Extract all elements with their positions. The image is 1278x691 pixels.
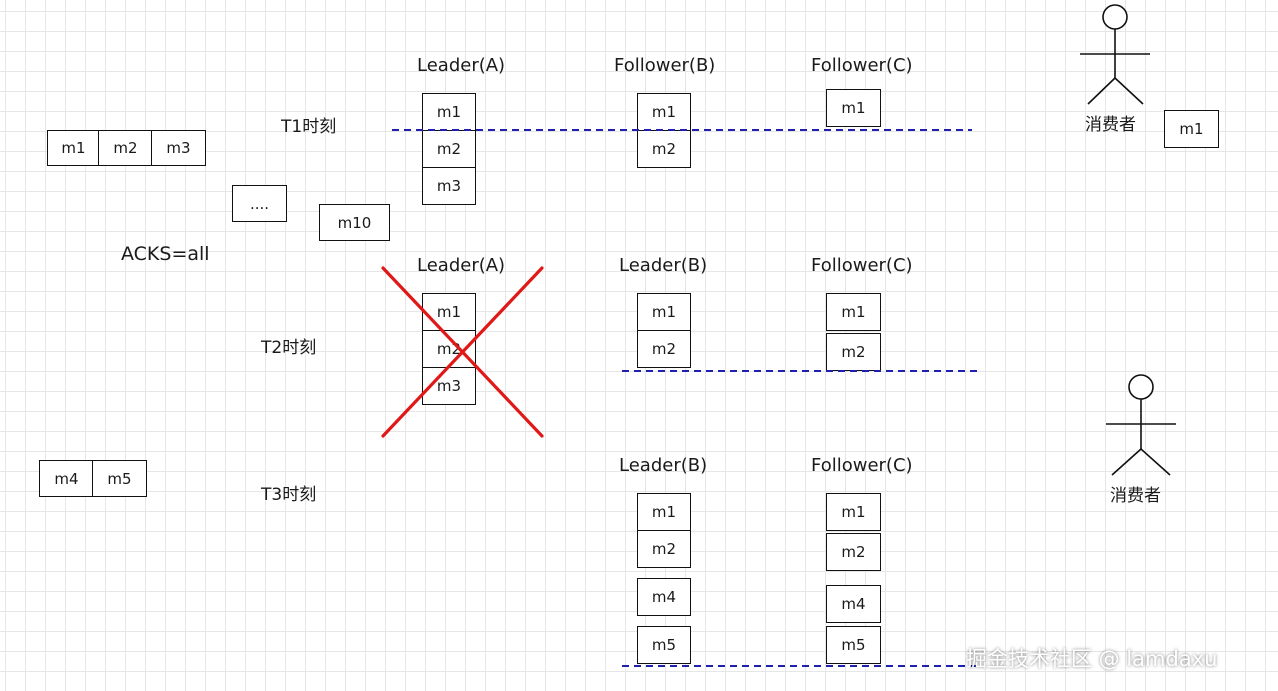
t1-time-label: T1时刻	[281, 117, 337, 137]
t3-follower-c-message: m2	[826, 533, 881, 571]
consumer-stick-figure-t1	[1080, 4, 1150, 105]
t2-leader-b-title: Leader(B)	[619, 255, 708, 276]
t2-leader-a-title: Leader(A)	[417, 255, 506, 276]
t1-follower-b-message: m1	[637, 93, 691, 131]
t3-follower-c-message: m4	[826, 585, 881, 623]
t2-leader-b-message: m1	[637, 293, 691, 331]
consumer-stick-figure-t2	[1106, 374, 1176, 476]
t3-follower-c-message: m5	[826, 626, 881, 664]
t1-follower-c-title: Follower(C)	[811, 55, 913, 76]
t1-follower-b-title: Follower(B)	[614, 55, 716, 76]
producer-message-m4: m4	[39, 460, 94, 497]
t1-leader-a-message: m2	[422, 130, 476, 168]
t2-time-label: T2时刻	[261, 338, 317, 358]
leader-a-failed-cross	[381, 266, 544, 438]
t3-leader-b-message: m2	[637, 530, 691, 568]
t1-leader-a-message: m1	[422, 93, 476, 131]
t2-follower-c-message: m1	[826, 293, 881, 331]
t2-leader-a-message: m1	[422, 293, 476, 331]
watermark-text: 掘金技术社区 @ lamdaxu	[966, 647, 1218, 671]
t1-leader-a-message: m3	[422, 167, 476, 205]
t1-leader-a-title: Leader(A)	[417, 55, 506, 76]
t3-leader-b-message: m4	[637, 578, 691, 616]
producer-message-ellipsis: ....	[232, 185, 287, 222]
t3-follower-c-title: Follower(C)	[811, 455, 913, 476]
acks-setting-label: ACKS=all	[121, 243, 210, 265]
t2-follower-c-message: m2	[826, 333, 881, 371]
t2-consumer-label: 消费者	[1110, 486, 1161, 506]
producer-message-m3: m3	[151, 130, 206, 166]
t1-follower-b-message: m2	[637, 130, 691, 168]
t2-follower-c-title: Follower(C)	[811, 255, 913, 276]
t3-follower-c-message: m1	[826, 493, 881, 531]
producer-message-m10: m10	[319, 204, 390, 241]
t1-consumer-message: m1	[1164, 110, 1219, 148]
t1-consumer-label: 消费者	[1085, 115, 1136, 135]
t3-leader-b-message: m5	[637, 626, 691, 664]
producer-message-m2: m2	[98, 130, 153, 166]
producer-message-m5: m5	[92, 460, 147, 497]
producer-message-m1: m1	[47, 130, 100, 166]
t2-leader-b-message: m2	[637, 330, 691, 368]
t1-follower-c-message: m1	[826, 89, 881, 127]
t3-leader-b-title: Leader(B)	[619, 455, 708, 476]
t3-time-label: T3时刻	[261, 485, 317, 505]
